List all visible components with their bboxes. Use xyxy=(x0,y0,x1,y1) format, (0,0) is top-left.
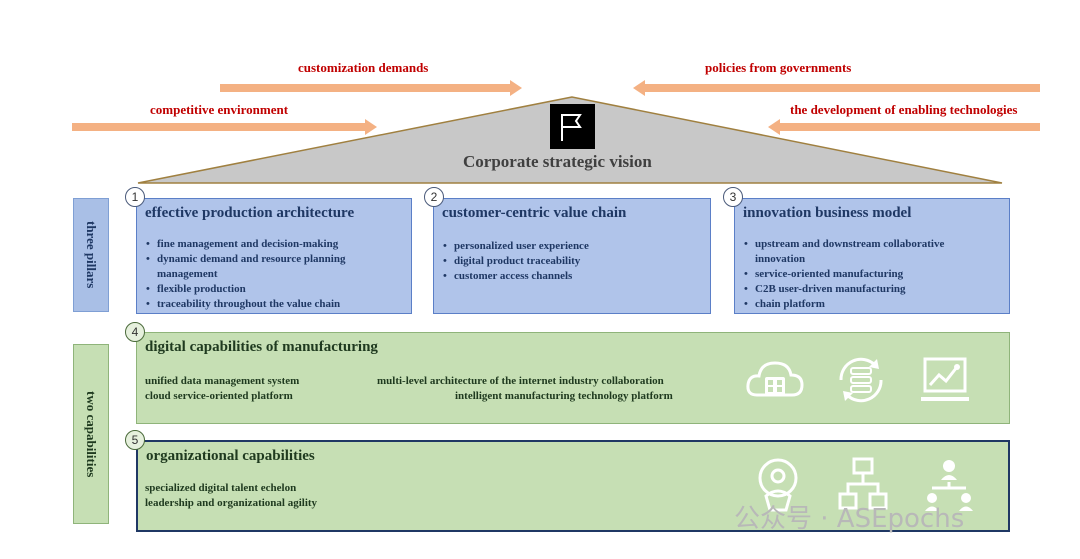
chart-monitor-icon xyxy=(921,357,969,401)
list-item: C2B user-driven manufacturing xyxy=(744,282,944,297)
list-item: upstream and downstream collaborative xyxy=(744,237,944,252)
capability-title: digital capabilities of manufacturing xyxy=(145,339,378,355)
two-capabilities-text: two capabilities xyxy=(84,390,99,478)
enabling-label: the development of enabling technologies xyxy=(790,102,1018,117)
list-item: flexible production xyxy=(146,282,345,297)
pillar-1: effective production architecture fine m… xyxy=(136,198,412,314)
two-capabilities-label: two capabilities xyxy=(73,344,109,524)
capability-number-5: 5 xyxy=(125,430,145,450)
pillar-title: innovation business model xyxy=(743,205,912,221)
head-user-icon xyxy=(758,458,798,512)
database-sync-icon xyxy=(839,357,883,403)
pillar-2: customer-centric value chain personalize… xyxy=(433,198,711,314)
capability-title: organizational capabilities xyxy=(146,448,315,464)
list-item: fine management and decision-making xyxy=(146,237,345,252)
list-item: customer access channels xyxy=(443,269,589,284)
pillar-number-2: 2 xyxy=(424,187,444,207)
capability-item: unified data management system xyxy=(145,375,300,387)
three-pillars-label: three pillars xyxy=(73,198,109,312)
pillar-number-1: 1 xyxy=(125,187,145,207)
list-item: dynamic demand and resource planning xyxy=(146,252,345,267)
policies-label: policies from governments xyxy=(705,60,852,75)
watermark: 公众号 · ASEpochs xyxy=(734,504,965,534)
arrow-policies xyxy=(633,80,1040,96)
team-hierarchy-icon xyxy=(925,460,973,511)
org-chart-icon xyxy=(838,457,888,510)
vision-title: Corporate strategic vision xyxy=(463,152,652,171)
arrow-enabling xyxy=(768,119,1040,135)
capability-item: leadership and organizational agility xyxy=(145,497,318,509)
capability-organizational: organizational capabilities specialized … xyxy=(136,440,1010,532)
cloud-calculator-icon xyxy=(746,361,804,397)
flag-icon xyxy=(550,104,595,149)
pillar-title: customer-centric value chain xyxy=(442,205,627,221)
list-item: personalized user experience xyxy=(443,239,589,254)
pillar-number-3: 3 xyxy=(723,187,743,207)
list-item: digital product traceability xyxy=(443,254,589,269)
list-item: chain platform xyxy=(744,297,944,312)
list-item: management xyxy=(157,268,218,280)
capability-item: cloud service-oriented platform xyxy=(145,390,293,402)
capability-item: specialized digital talent echelon xyxy=(145,482,297,494)
capability-digital: digital capabilities of manufacturing un… xyxy=(136,332,1010,424)
pillar-3: innovation business model upstream and d… xyxy=(734,198,1010,314)
arrow-customization xyxy=(220,80,522,96)
list-item: service-oriented manufacturing xyxy=(744,267,944,282)
arrow-competitive xyxy=(72,119,377,135)
capability-number-4: 4 xyxy=(125,322,145,342)
pillar-title: effective production architecture xyxy=(145,205,355,221)
capability-item: multi-level architecture of the internet… xyxy=(377,375,664,387)
customization-label: customization demands xyxy=(298,60,429,75)
list-item: traceability throughout the value chain xyxy=(146,297,345,312)
three-pillars-text: three pillars xyxy=(84,221,99,289)
capability-item: intelligent manufacturing technology pla… xyxy=(455,390,673,402)
competitive-label: competitive environment xyxy=(150,102,289,117)
list-item: innovation xyxy=(755,253,806,265)
